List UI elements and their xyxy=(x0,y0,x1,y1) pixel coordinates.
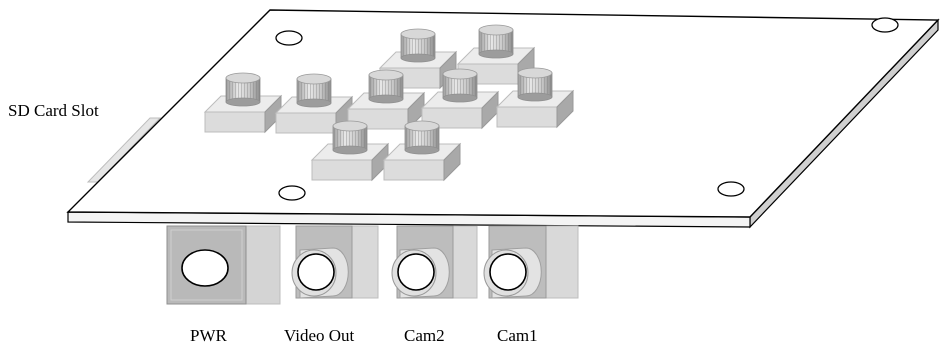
push-button[interactable] xyxy=(346,69,426,131)
sd-card-slot-label: SD Card Slot xyxy=(8,101,99,120)
push-button[interactable] xyxy=(382,120,462,182)
mounting-hole xyxy=(717,181,745,197)
mounting-holes xyxy=(275,17,899,201)
mounting-hole xyxy=(278,185,306,201)
push-button[interactable] xyxy=(274,73,354,135)
push-button[interactable] xyxy=(310,120,390,182)
mounting-hole xyxy=(275,30,303,46)
front-connectors xyxy=(166,225,579,305)
cam1-jack[interactable] xyxy=(483,225,579,299)
push-button[interactable] xyxy=(420,68,500,130)
pwr-label: PWR xyxy=(190,326,227,345)
video-out-jack[interactable] xyxy=(291,225,379,299)
video-out-label: Video Out xyxy=(284,326,355,345)
push-button[interactable] xyxy=(203,72,283,134)
sd-card-slot xyxy=(86,117,162,183)
cam1-label: Cam1 xyxy=(497,326,538,345)
push-button[interactable] xyxy=(495,67,575,129)
mounting-hole xyxy=(871,17,899,33)
cam2-jack[interactable] xyxy=(391,225,478,299)
cam2-label: Cam2 xyxy=(404,326,445,345)
power-jack[interactable] xyxy=(166,225,281,305)
push-button-grid xyxy=(203,24,575,182)
